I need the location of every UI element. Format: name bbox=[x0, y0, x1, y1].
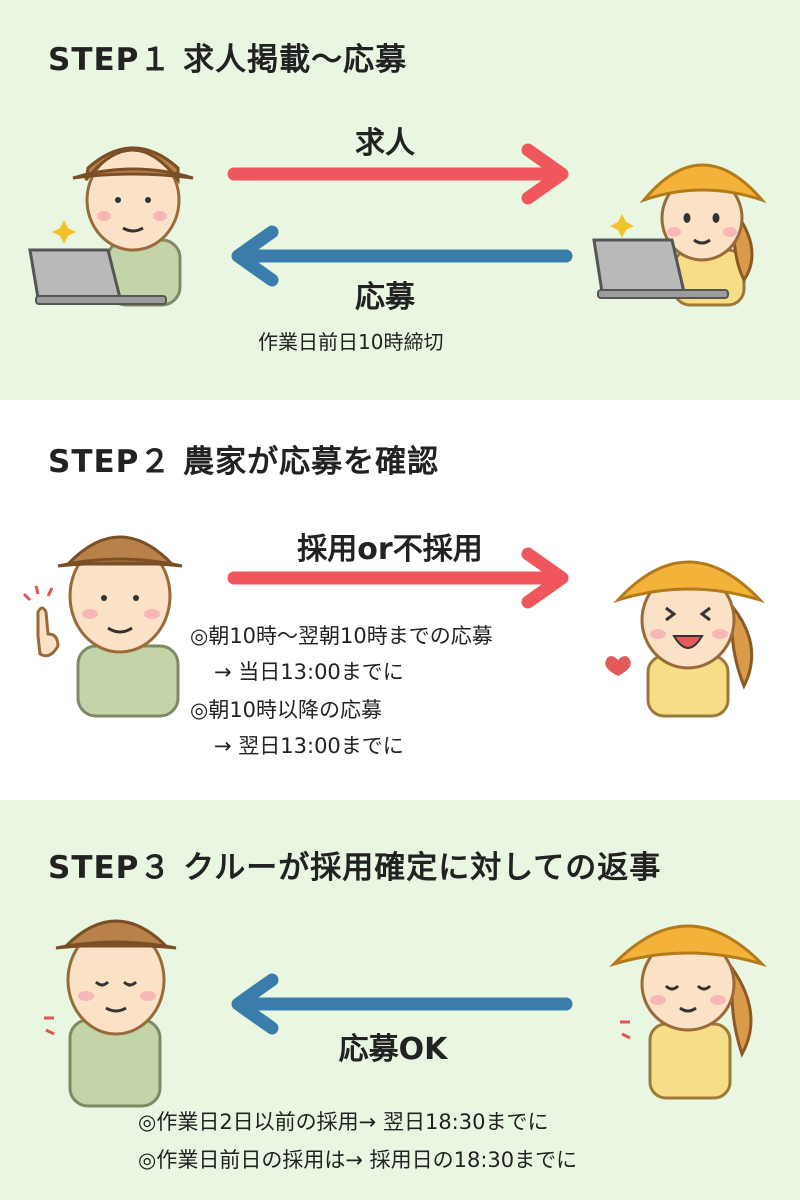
step3-arrow-left-label: 応募OK bbox=[338, 1032, 448, 1067]
girl-bowing-icon bbox=[608, 924, 768, 1100]
arrow-left-icon bbox=[231, 225, 573, 287]
step2-section: STEP２ 農家が応募を確認 採用or不採用 ◎朝10時～翌朝10時までの応募 … bbox=[0, 400, 800, 800]
step2-line-3: ◎朝10時以降の応募 bbox=[190, 698, 383, 722]
step2-line-1: ◎朝10時～翌朝10時までの応募 bbox=[190, 624, 493, 648]
step1-section: STEP１ 求人掲載～応募 求人 応募 作業日前日10時締切 bbox=[0, 0, 800, 400]
arrow-right-icon bbox=[227, 547, 569, 609]
step1-note: 作業日前日10時締切 bbox=[258, 330, 444, 354]
step2-arrow-right-label: 採用or不採用 bbox=[297, 532, 483, 567]
step1-arrow-left-label: 応募 bbox=[355, 280, 415, 315]
step2-line-2: → 当日13:00までに bbox=[214, 660, 404, 684]
farmer-bowing-icon bbox=[44, 919, 177, 1108]
arrow-right-icon bbox=[227, 143, 569, 205]
step3-line-1: ◎作業日2日以前の採用→ 翌日18:30までに bbox=[138, 1110, 549, 1134]
step1-title: STEP１ 求人掲載～応募 bbox=[48, 42, 408, 78]
farmer-laptop-icon bbox=[28, 146, 194, 307]
step3-line-2: ◎作業日前日の採用は→ 採用日の18:30までに bbox=[138, 1148, 578, 1172]
step2-line-4: → 翌日13:00までに bbox=[214, 734, 404, 758]
step1-arrow-right-label: 求人 bbox=[355, 126, 415, 161]
arrow-left-icon bbox=[231, 973, 573, 1035]
girl-happy-icon bbox=[605, 560, 766, 718]
girl-laptop-icon bbox=[592, 163, 767, 307]
step3-title: STEP３ クルーが採用確定に対しての返事 bbox=[48, 850, 662, 886]
farmer-pointing-icon bbox=[22, 535, 183, 718]
step3-section: STEP３ クルーが採用確定に対しての返事 応募OK ◎作業日2日以前の採用→ … bbox=[0, 800, 800, 1200]
step2-title: STEP２ 農家が応募を確認 bbox=[48, 444, 440, 480]
